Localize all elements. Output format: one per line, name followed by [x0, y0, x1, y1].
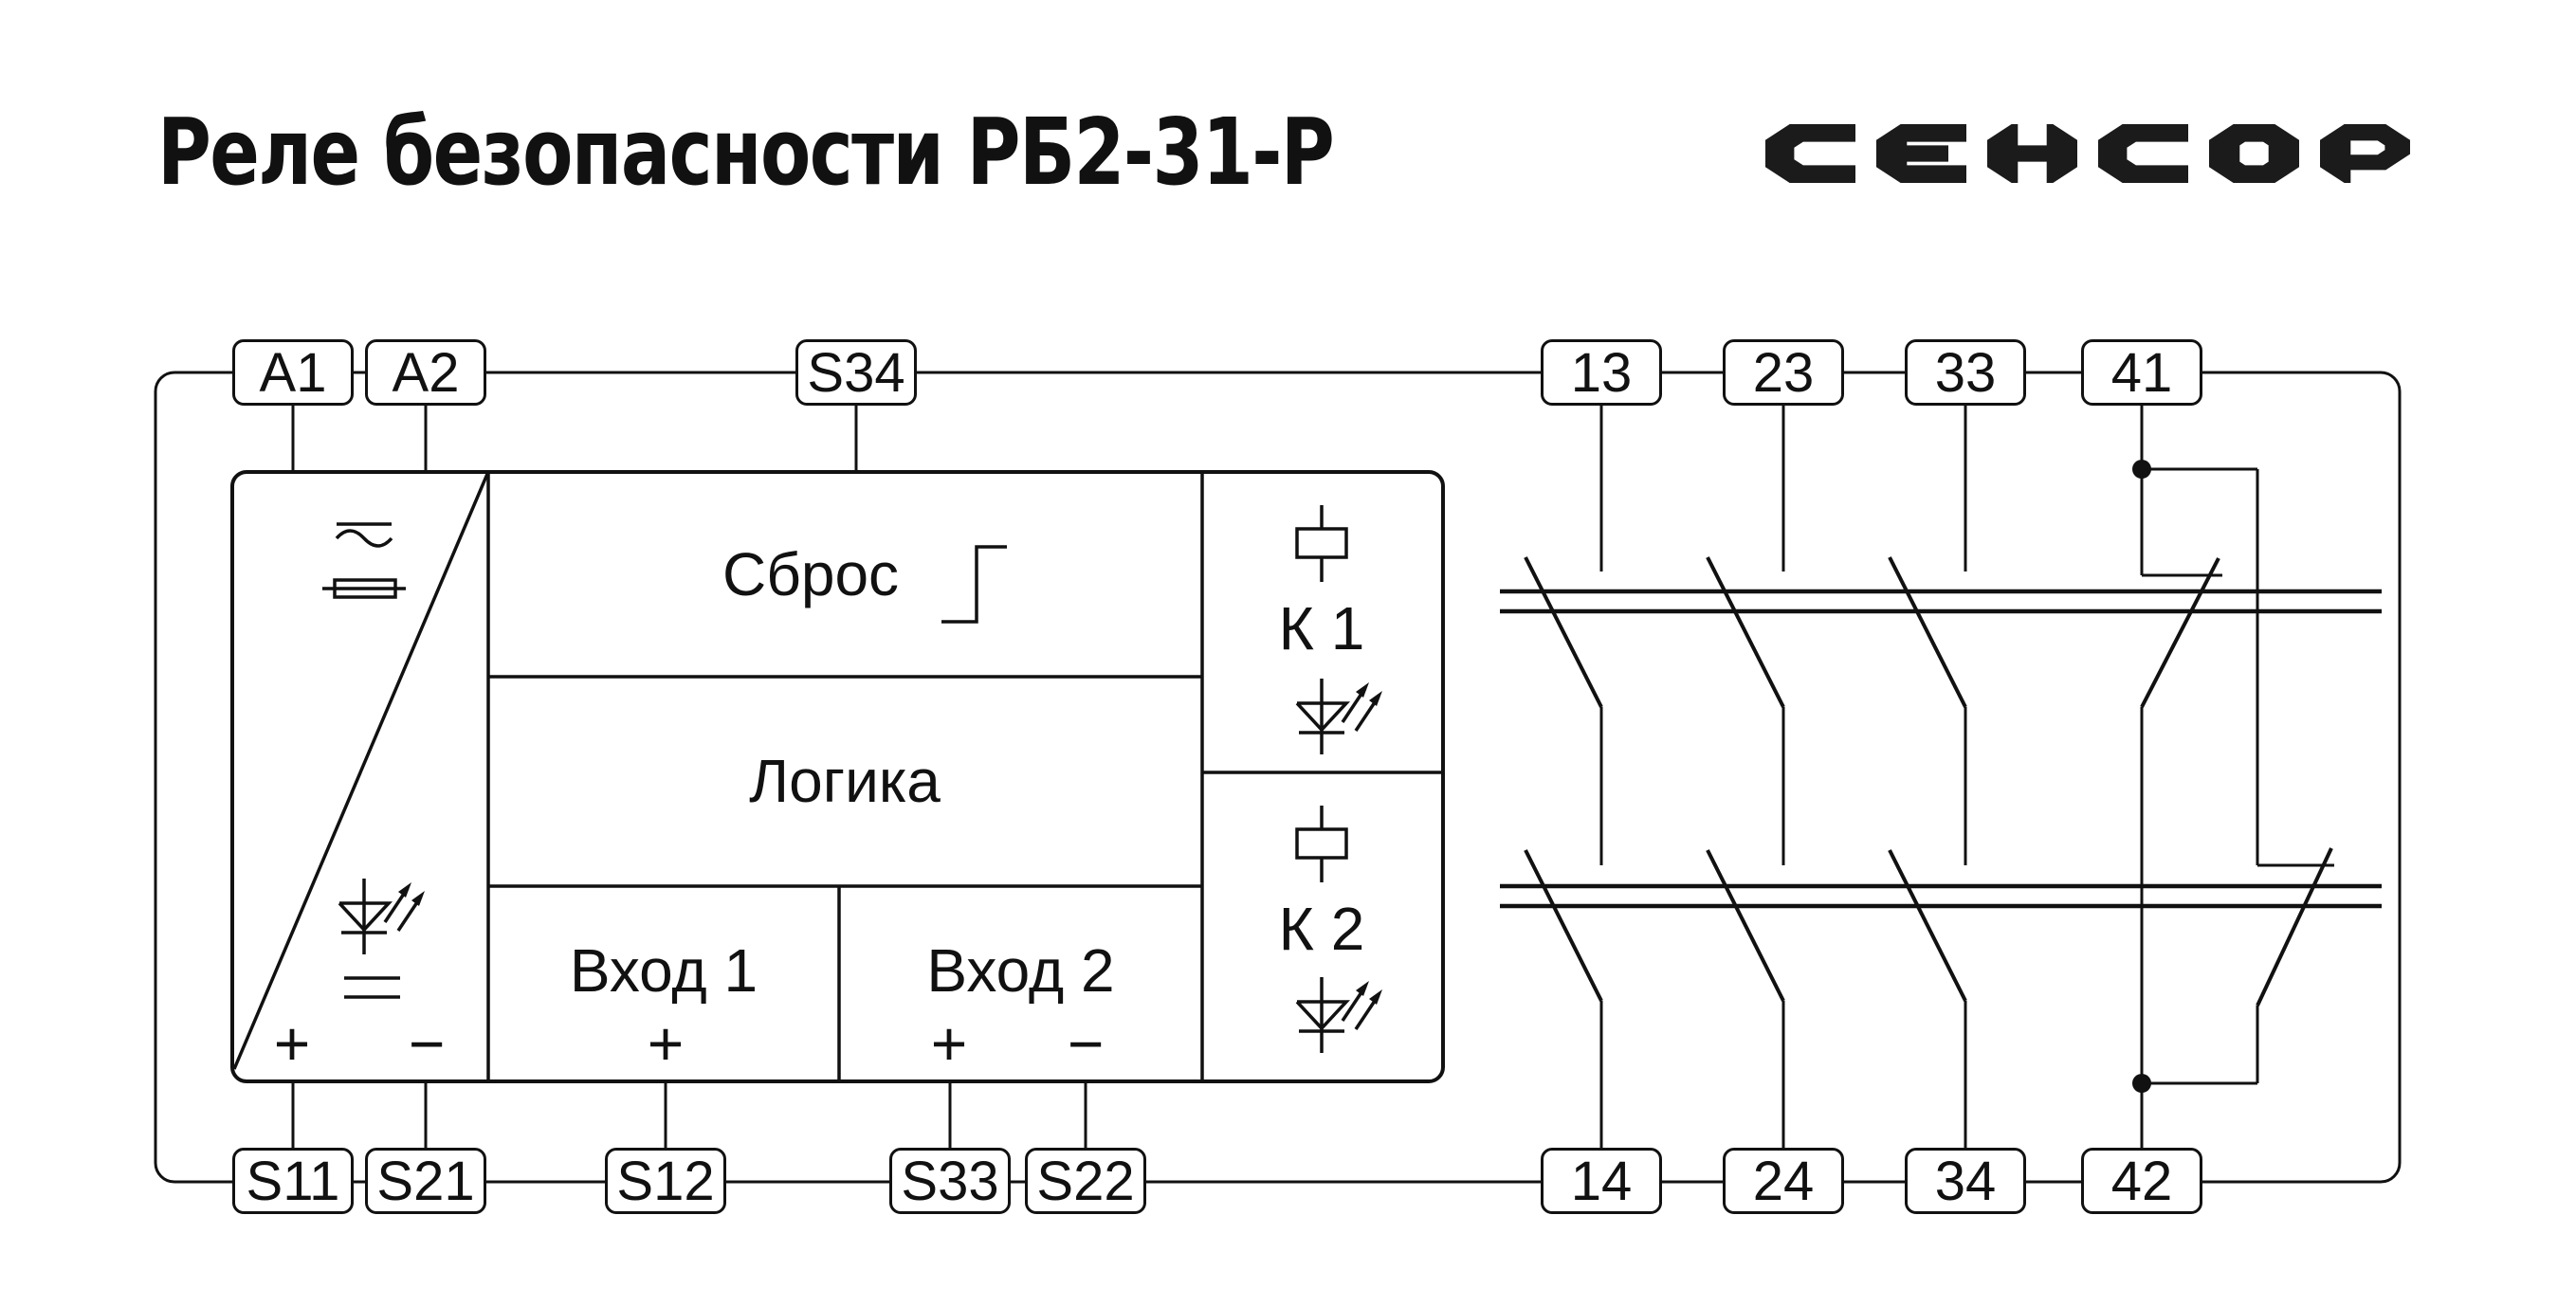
relay1-coil-icon: [1295, 503, 1348, 584]
power-plus-sign: +: [274, 1008, 311, 1079]
terminal-wires-bottom: [291, 1081, 1087, 1148]
terminal-33: 33: [1905, 339, 2026, 406]
terminal-s21: S21: [365, 1148, 486, 1214]
power-minus-sign: −: [409, 1008, 446, 1079]
rising-edge-icon: [941, 545, 1007, 624]
input2-block-label: Вход 2: [926, 936, 1115, 1005]
terminal-42: 42: [2081, 1148, 2202, 1214]
device-block-dividers: [232, 472, 1443, 1081]
relay2-led-icon: [1295, 975, 1384, 1055]
input1-block-label: Вход 1: [569, 936, 758, 1005]
terminal-s12: S12: [605, 1148, 726, 1214]
logic-block-label: Логика: [749, 747, 941, 815]
input1-plus-sign: +: [648, 1008, 685, 1079]
terminal-14: 14: [1541, 1148, 1662, 1214]
relay2-label: К 2: [1278, 895, 1365, 963]
logo-letter-Р: [2320, 124, 2410, 183]
nc-contact-41-42: [2132, 406, 2334, 1148]
logo-letter-Е: [1876, 124, 1966, 183]
logo-letter-С: [1765, 124, 1855, 183]
terminal-s33: S33: [889, 1148, 1011, 1214]
no-contact-23-24: [1706, 406, 1785, 1148]
terminal-s22: S22: [1025, 1148, 1146, 1214]
polarity-signs: + − + + −: [274, 1008, 1105, 1079]
logo-letter-О: [2209, 124, 2299, 183]
brand-logo: [1765, 124, 2410, 183]
terminal-s11: S11: [232, 1148, 354, 1214]
terminal-s34: S34: [795, 339, 917, 406]
terminal-34: 34: [1905, 1148, 2026, 1214]
logo-letter-Н: [1987, 124, 2077, 183]
terminal-23: 23: [1723, 339, 1844, 406]
terminal-a2: A2: [365, 339, 486, 406]
fuse-icon: [322, 578, 406, 599]
terminal-a1: A1: [232, 339, 354, 406]
terminal-41: 41: [2081, 339, 2202, 406]
input2-plus-sign: +: [931, 1008, 968, 1079]
junction-dot-bottom: [2132, 1074, 2151, 1093]
junction-dot-top: [2132, 460, 2151, 479]
power-led-icon: [338, 877, 427, 956]
relay2-coil-icon: [1295, 804, 1348, 884]
input2-minus-sign: −: [1068, 1008, 1105, 1079]
terminal-24: 24: [1723, 1148, 1844, 1214]
dc-icon: [344, 976, 400, 999]
relay1-led-icon: [1295, 677, 1384, 756]
ac-icon: [335, 522, 393, 548]
no-contact-13-14: [1524, 406, 1603, 1148]
power-diagonal: [232, 473, 489, 1070]
logo-letter-С: [2098, 124, 2188, 183]
mechanical-link-bars: [1500, 589, 2382, 909]
terminal-13: 13: [1541, 339, 1662, 406]
outer-border: [154, 371, 2402, 1184]
relay1-label: К 1: [1278, 594, 1365, 662]
terminal-wires-top: [291, 406, 858, 472]
no-contact-33-34: [1888, 406, 1967, 1148]
page-title: Реле безопасности РБ2-31-Р: [157, 99, 1335, 206]
reset-block-label: Сброс: [722, 540, 900, 608]
